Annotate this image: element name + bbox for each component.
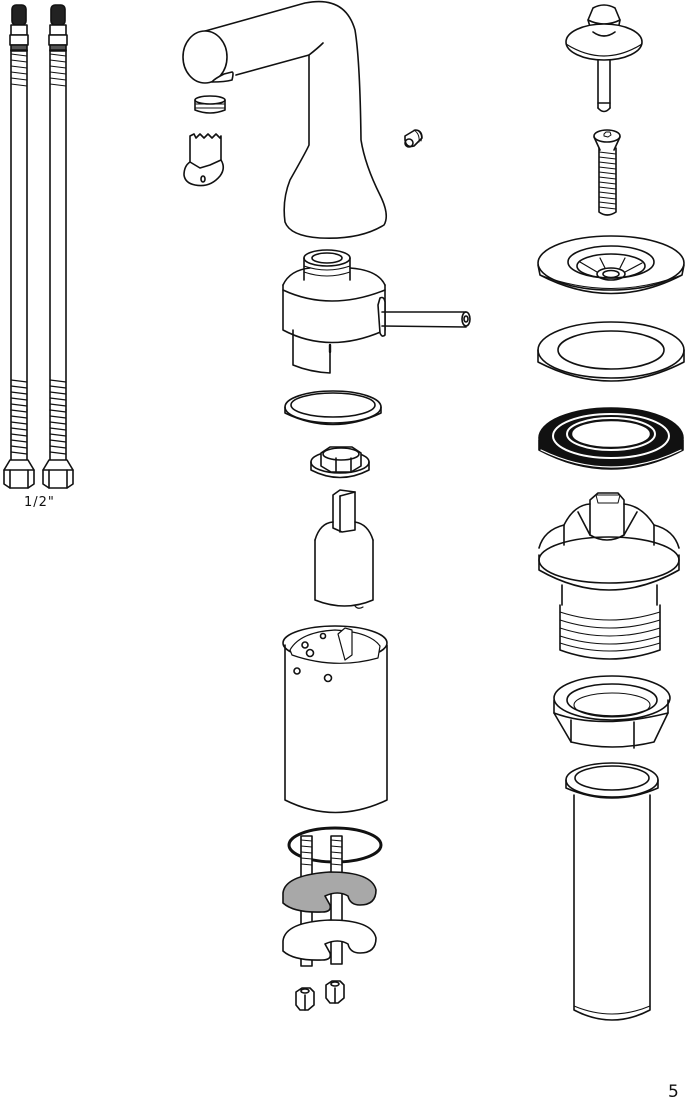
drain-rubber-gasket	[538, 407, 684, 470]
supply-hose-left	[3, 4, 35, 489]
hose-size-label: 1/2"	[24, 495, 55, 510]
hex-nuts	[295, 980, 345, 1011]
spout-body	[182, 0, 388, 240]
page-number: 5	[668, 1082, 679, 1102]
washer-grey	[282, 871, 377, 913]
drain-gasket	[537, 321, 685, 382]
aerator-key	[183, 133, 225, 187]
aerator	[194, 95, 226, 114]
set-screw	[404, 129, 423, 148]
pop-up-stopper	[565, 4, 643, 113]
cartridge	[314, 489, 374, 609]
washer-white	[282, 919, 377, 961]
handle-cap	[282, 249, 471, 374]
o-ring-upper	[284, 390, 382, 426]
bonnet-nut	[310, 446, 370, 479]
base-sleeve	[282, 625, 388, 814]
drain-flange	[537, 235, 685, 295]
drain-body	[538, 492, 680, 660]
drain-screw	[593, 129, 621, 216]
lock-nut	[553, 675, 671, 749]
tailpiece	[565, 762, 659, 1021]
supply-hose-right	[42, 4, 74, 489]
